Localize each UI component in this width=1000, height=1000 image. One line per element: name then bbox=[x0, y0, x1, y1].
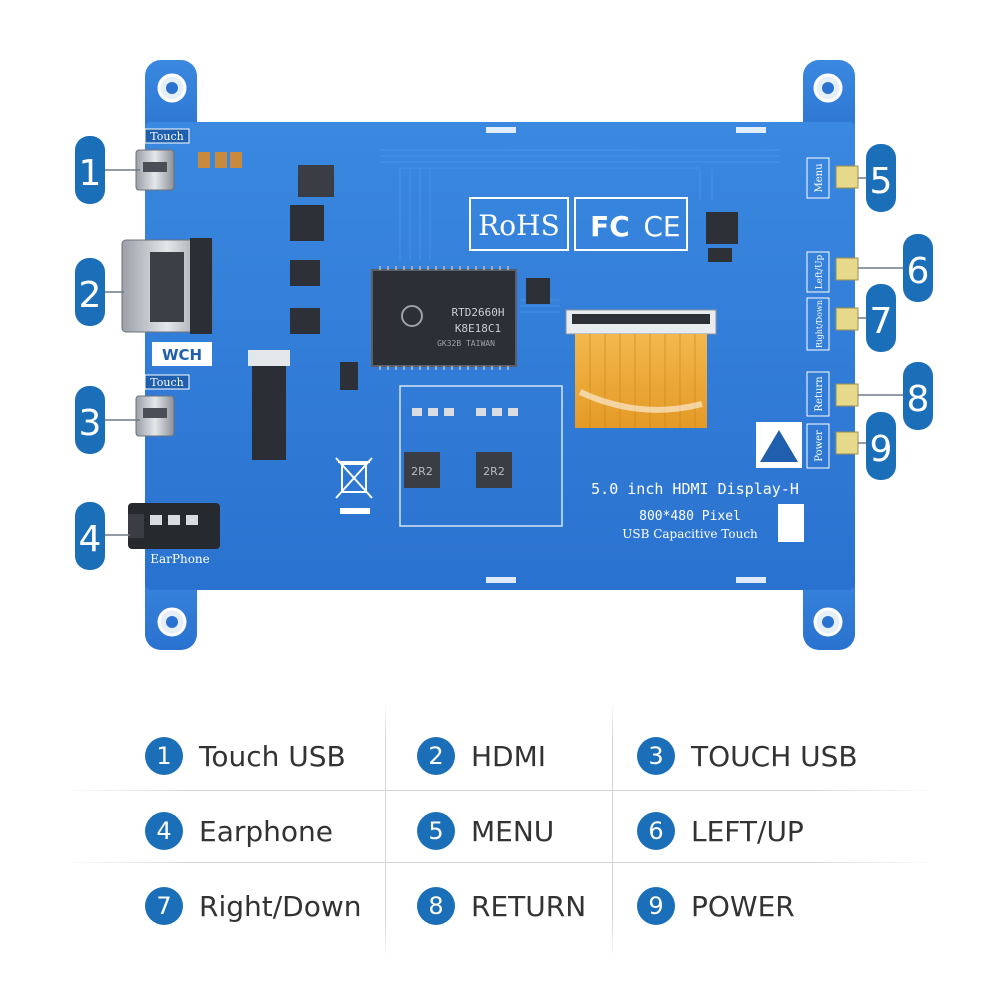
legend-label: HDMI bbox=[471, 739, 547, 773]
svg-text:7: 7 bbox=[870, 301, 893, 342]
legend-item-3: 3 TOUCH USB bbox=[637, 737, 858, 775]
svg-text:CE: CE bbox=[643, 210, 680, 243]
svg-text:2R2: 2R2 bbox=[411, 465, 433, 478]
chip-line-1: RTD2660H bbox=[452, 306, 505, 319]
btn-return-label: Return bbox=[814, 376, 825, 412]
legend-label: MENU bbox=[471, 814, 555, 848]
fc-ce-mark bbox=[574, 197, 688, 251]
legend-item-5: 5 MENU bbox=[417, 812, 554, 850]
legend-number-badge: 1 bbox=[145, 737, 183, 775]
svg-text:8: 8 bbox=[907, 379, 930, 420]
inductor-1 bbox=[404, 452, 440, 488]
callout-3: 3 bbox=[75, 386, 105, 454]
legend-label: RETURN bbox=[471, 889, 587, 923]
board-title: 5.0 inch HDMI Display-H bbox=[591, 480, 799, 498]
legend-number-badge: 6 bbox=[637, 812, 675, 850]
btn-leftup-label: Left/Up bbox=[815, 254, 825, 289]
btn-menu-label: Menu bbox=[814, 163, 825, 193]
rohs-mark bbox=[469, 197, 569, 251]
chip-line-2: K8E18C1 bbox=[455, 322, 501, 335]
svg-text:2: 2 bbox=[79, 275, 102, 316]
svg-text:4: 4 bbox=[79, 519, 102, 560]
power-section-outline bbox=[399, 385, 563, 527]
legend-divider-h1 bbox=[60, 790, 940, 791]
earphone-jack bbox=[128, 503, 220, 549]
btn-power-label: Power bbox=[814, 430, 825, 462]
small-fpc bbox=[252, 350, 286, 460]
legend-number-badge: 5 bbox=[417, 812, 455, 850]
callout-9: 9 bbox=[866, 412, 896, 480]
legend-number-badge: 2 bbox=[417, 737, 455, 775]
svg-text:1: 1 bbox=[79, 153, 102, 194]
callout-1: 1 bbox=[75, 136, 105, 204]
svg-text:RoHS: RoHS bbox=[478, 209, 560, 242]
svg-text:3: 3 bbox=[79, 403, 102, 444]
legend-label: Right/Down bbox=[199, 889, 362, 923]
legend-item-2: 2 HDMI bbox=[417, 737, 546, 775]
board-resolution: 800*480 Pixel bbox=[639, 509, 741, 524]
callout-5: 5 bbox=[866, 144, 896, 212]
legend-number-badge: 9 bbox=[637, 887, 675, 925]
legend-divider-h2 bbox=[60, 862, 940, 863]
legend-number-badge: 8 bbox=[417, 887, 455, 925]
chip-line-3: GK32B TAIWAN bbox=[437, 339, 495, 348]
legend-item-1: 1 Touch USB bbox=[145, 737, 346, 775]
legend-item-9: 9 POWER bbox=[637, 887, 795, 925]
btn-rightdown-label: Right/Down bbox=[815, 300, 824, 348]
legend-number-badge: 7 bbox=[145, 887, 183, 925]
legend-item-6: 6 LEFT/UP bbox=[637, 812, 804, 850]
earphone-label: EarPhone bbox=[150, 552, 210, 566]
side-buttons bbox=[806, 157, 859, 469]
svg-text:FC: FC bbox=[590, 210, 630, 243]
touch-top-label: Touch bbox=[150, 130, 183, 143]
svg-text:9: 9 bbox=[870, 429, 893, 470]
legend-divider-v1 bbox=[385, 700, 386, 960]
legend-item-7: 7 Right/Down bbox=[145, 887, 362, 925]
legend-label: Earphone bbox=[199, 814, 333, 848]
svg-text:5: 5 bbox=[870, 161, 893, 202]
legend-label: LEFT/UP bbox=[691, 814, 804, 848]
weee-symbol bbox=[335, 457, 373, 499]
legend-label: TOUCH USB bbox=[691, 739, 858, 773]
fpc-ribbon bbox=[575, 334, 707, 428]
legend-table: 1 Touch USB 2 HDMI 3 TOUCH USB 4 Earphon… bbox=[60, 700, 940, 960]
svg-text:6: 6 bbox=[907, 251, 930, 292]
callout-2: 2 bbox=[75, 258, 105, 326]
touch-bottom-label: Touch bbox=[150, 376, 183, 389]
legend-number-badge: 3 bbox=[637, 737, 675, 775]
legend-item-4: 4 Earphone bbox=[145, 812, 333, 850]
callout-4: 4 bbox=[75, 502, 105, 570]
callout-6: 6 bbox=[903, 234, 933, 302]
legend-label: Touch USB bbox=[199, 739, 346, 773]
svg-text:2R2: 2R2 bbox=[483, 465, 505, 478]
board-touch-type: USB Capacitive Touch bbox=[622, 527, 758, 541]
legend-item-8: 8 RETURN bbox=[417, 887, 586, 925]
pcb-board-illustration: Touch WCH Touch EarPhone RTD2660H K8E18C… bbox=[75, 60, 933, 650]
callout-8: 8 bbox=[903, 362, 933, 430]
main-controller-chip bbox=[371, 269, 517, 367]
legend-label: POWER bbox=[691, 889, 795, 923]
legend-number-badge: 4 bbox=[145, 812, 183, 850]
inductor-2 bbox=[476, 452, 512, 488]
callout-7: 7 bbox=[866, 284, 896, 352]
legend-divider-v2 bbox=[612, 700, 613, 960]
wch-logo-text: WCH bbox=[162, 346, 202, 364]
